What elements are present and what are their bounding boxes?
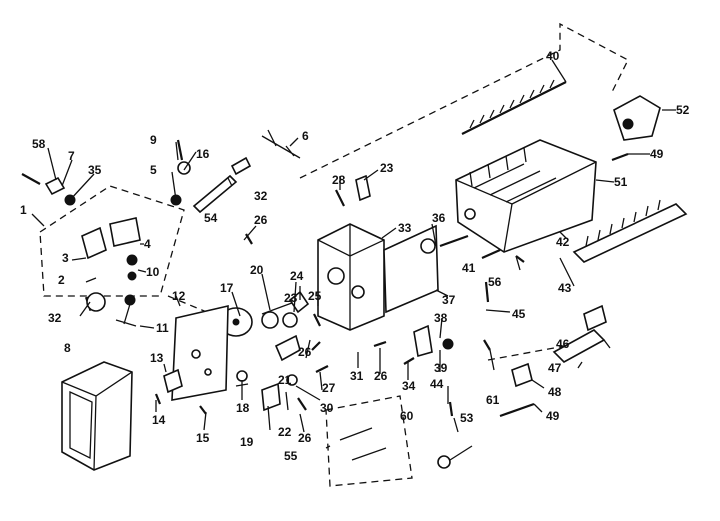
- callout-49: 49: [546, 409, 560, 423]
- callout-28: 26: [254, 213, 268, 227]
- callout-23-mid: 23: [284, 291, 298, 305]
- callout-29: 28: [332, 173, 346, 187]
- callout-30: 31: [350, 369, 364, 383]
- callout-12: 12: [172, 289, 186, 303]
- callout-58: 58: [32, 137, 46, 151]
- callout-37: 37: [442, 293, 456, 307]
- callout-32-left: 32: [48, 311, 62, 325]
- callout-51: 51: [614, 175, 628, 189]
- callout-31: 30: [320, 401, 334, 415]
- callout-39: 39: [434, 361, 448, 375]
- callout-14: 14: [152, 413, 166, 427]
- callout-17: 17: [220, 281, 234, 295]
- motor-and-gears: [219, 299, 301, 337]
- callout-7: 7: [68, 149, 75, 163]
- callout-22: 22: [278, 425, 292, 439]
- heater-cover-assembly: [572, 199, 688, 263]
- callout-56: 56: [488, 275, 502, 289]
- callout-46: 46: [556, 337, 570, 351]
- callout-44: 43: [558, 281, 572, 295]
- callout-9: 9: [150, 133, 157, 147]
- callout-45: 45: [512, 307, 526, 321]
- callout-24: 24: [290, 269, 304, 283]
- small-hardware: [21, 129, 629, 469]
- callout-8: 8: [64, 341, 71, 355]
- callout-3: 3: [62, 251, 69, 265]
- callout-32-top: 32: [254, 189, 268, 203]
- callout-13: 13: [150, 351, 164, 365]
- callout-54: 54: [204, 211, 218, 225]
- callout-53: 53: [460, 411, 474, 425]
- callout-43: 42: [556, 235, 570, 249]
- callout-36: 36: [432, 211, 446, 225]
- callout-10: 10: [146, 265, 160, 279]
- thermostat: [613, 95, 661, 141]
- callout-1: 1: [20, 203, 27, 217]
- callout-48: 48: [548, 385, 562, 399]
- callout-61: 61: [486, 393, 500, 407]
- callout-19: 19: [240, 435, 254, 449]
- callout-35: 35: [88, 163, 102, 177]
- callout-40: 44: [430, 377, 444, 391]
- callout-23-top: 23: [380, 161, 394, 175]
- callout-25: 25: [308, 289, 322, 303]
- callout-11: 11: [156, 321, 169, 335]
- callout-41: 40: [546, 49, 560, 63]
- callout-55: 55: [284, 449, 298, 463]
- callout-16: 16: [196, 147, 210, 161]
- callout-27: 27: [322, 381, 336, 395]
- callout-42: 41: [462, 261, 476, 275]
- callout-26-c: 26: [298, 431, 312, 445]
- support-housing: [317, 223, 439, 331]
- callout-26-a: 26: [298, 345, 312, 359]
- callout-52: 52: [676, 103, 690, 117]
- ice-mold: [455, 139, 597, 253]
- callout-15: 15: [196, 431, 210, 445]
- callout-60: 60: [400, 409, 414, 423]
- callout-21: 21: [278, 373, 292, 387]
- callout-20: 20: [250, 263, 264, 277]
- callout-6: 6: [302, 129, 309, 143]
- callout-5: 5: [150, 163, 157, 177]
- callout-50: 49: [650, 147, 664, 161]
- front-cover: [61, 361, 133, 471]
- callout-4: 4: [144, 237, 151, 251]
- callout-26-b: 26: [374, 369, 388, 383]
- ejector-blade-assembly: [461, 79, 567, 135]
- callout-34: 34: [402, 379, 416, 393]
- callout-labels: 58 7 35 1 3 2 4 10 32 11 8 9 16 5 54 32 …: [20, 49, 690, 463]
- callout-18: 18: [236, 401, 250, 415]
- callout-2: 2: [58, 273, 65, 287]
- callout-33: 33: [398, 221, 412, 235]
- callout-38: 38: [434, 311, 448, 325]
- leader-lines: [31, 59, 676, 449]
- callout-47: 47: [548, 361, 562, 375]
